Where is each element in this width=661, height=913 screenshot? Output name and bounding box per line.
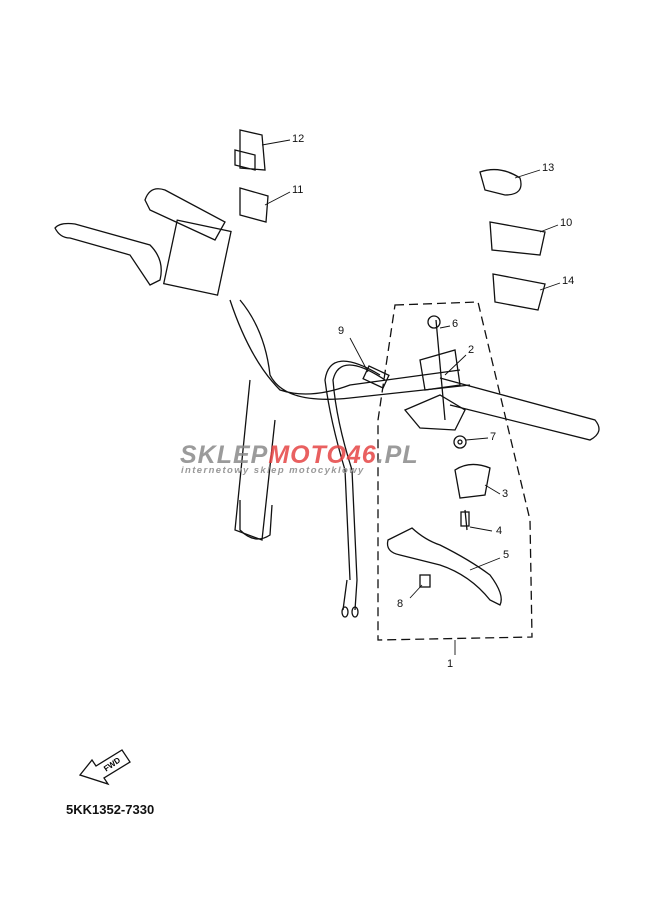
lever-bracket [403, 394, 466, 431]
part-11 [239, 187, 269, 223]
handlebar [229, 299, 471, 400]
part-10 [489, 221, 546, 256]
callout-7: 7 [490, 431, 497, 443]
watermark-logo: SKLEPMOTO46.PL [180, 441, 419, 469]
right-lever [386, 527, 502, 606]
callout-1: 1 [447, 658, 454, 670]
part-12 [234, 129, 266, 171]
callout-12: 12 [292, 133, 305, 145]
callout-4: 4 [496, 525, 503, 537]
callout-9: 9 [338, 325, 345, 337]
left-lever [54, 222, 162, 286]
callout-2: 2 [468, 344, 475, 356]
fwd-arrow-icon [78, 749, 131, 786]
callout-14: 14 [562, 275, 575, 287]
callout-3: 3 [502, 488, 509, 500]
part-code: 5KK1352-7330 [66, 802, 155, 817]
callout-8: 8 [397, 598, 404, 610]
part-13 [479, 168, 522, 196]
callout-11: 11 [292, 184, 304, 196]
left-grip [144, 188, 226, 241]
part-14 [492, 273, 546, 311]
assembly-outline [377, 301, 533, 641]
callout-5: 5 [503, 549, 510, 561]
callout-13: 13 [542, 162, 555, 174]
clamp [454, 463, 491, 499]
cable [324, 360, 386, 581]
handlebar-post [234, 379, 276, 541]
watermark-tagline: internetowy sklep motocyklowy [181, 465, 365, 476]
callout-10: 10 [560, 217, 573, 229]
callout-6: 6 [452, 318, 459, 330]
left-switch-box [162, 219, 232, 296]
